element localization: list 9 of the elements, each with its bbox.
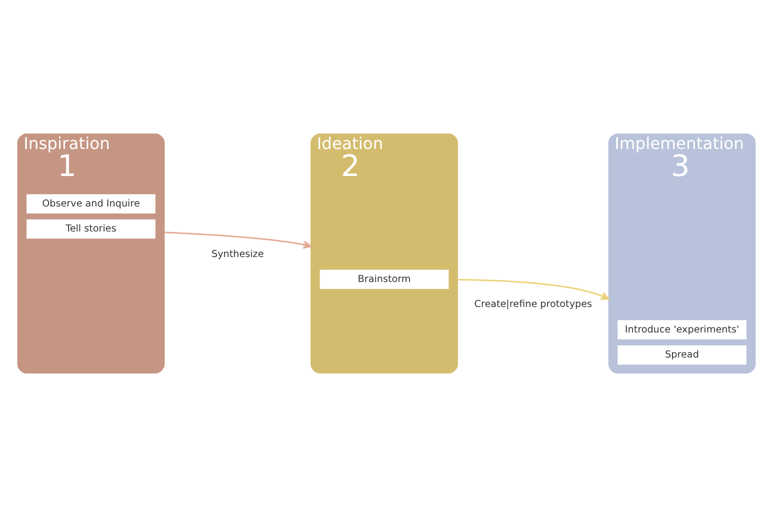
- arrow: [458, 278, 610, 300]
- arrow: [164, 232, 312, 249]
- node-box: Tell stories: [26, 219, 156, 239]
- node-box: Spread: [618, 345, 746, 365]
- node-box: Brainstorm: [320, 270, 449, 290]
- node-box: Introduce 'experiments': [618, 320, 746, 340]
- node-text: Create|refine prototypes: [474, 299, 592, 310]
- node-box: Observe and Inquire: [26, 194, 156, 214]
- node-text: Synthesize: [211, 248, 264, 260]
